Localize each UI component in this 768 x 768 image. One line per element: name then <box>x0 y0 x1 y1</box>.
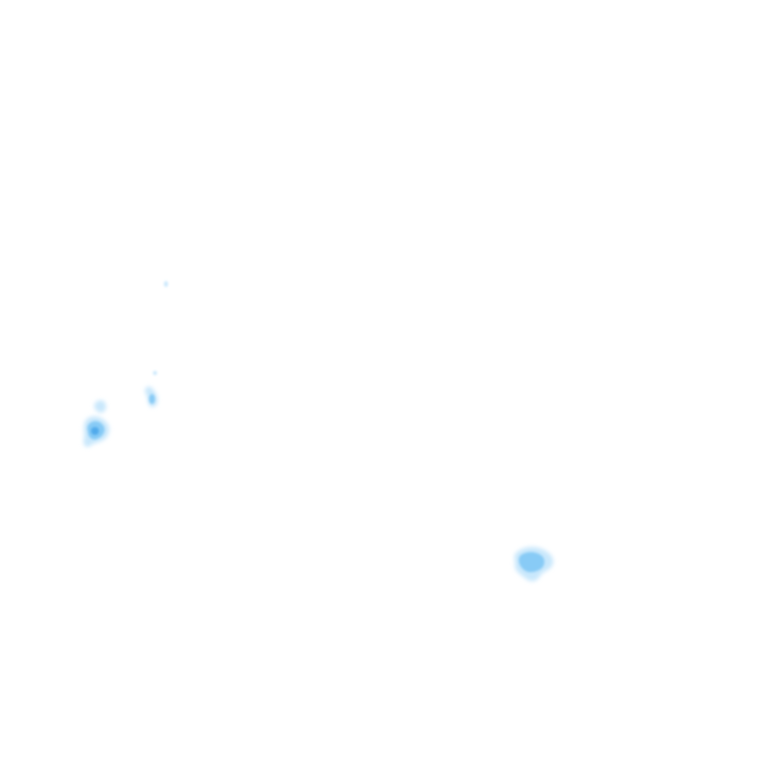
precip-cell-right <box>514 546 554 582</box>
precip-cell-left-cluster <box>83 400 110 448</box>
precip-cell-speck-2 <box>153 371 157 375</box>
precip-cell-small <box>144 386 158 408</box>
precip-cell-speck-1 <box>164 281 168 287</box>
